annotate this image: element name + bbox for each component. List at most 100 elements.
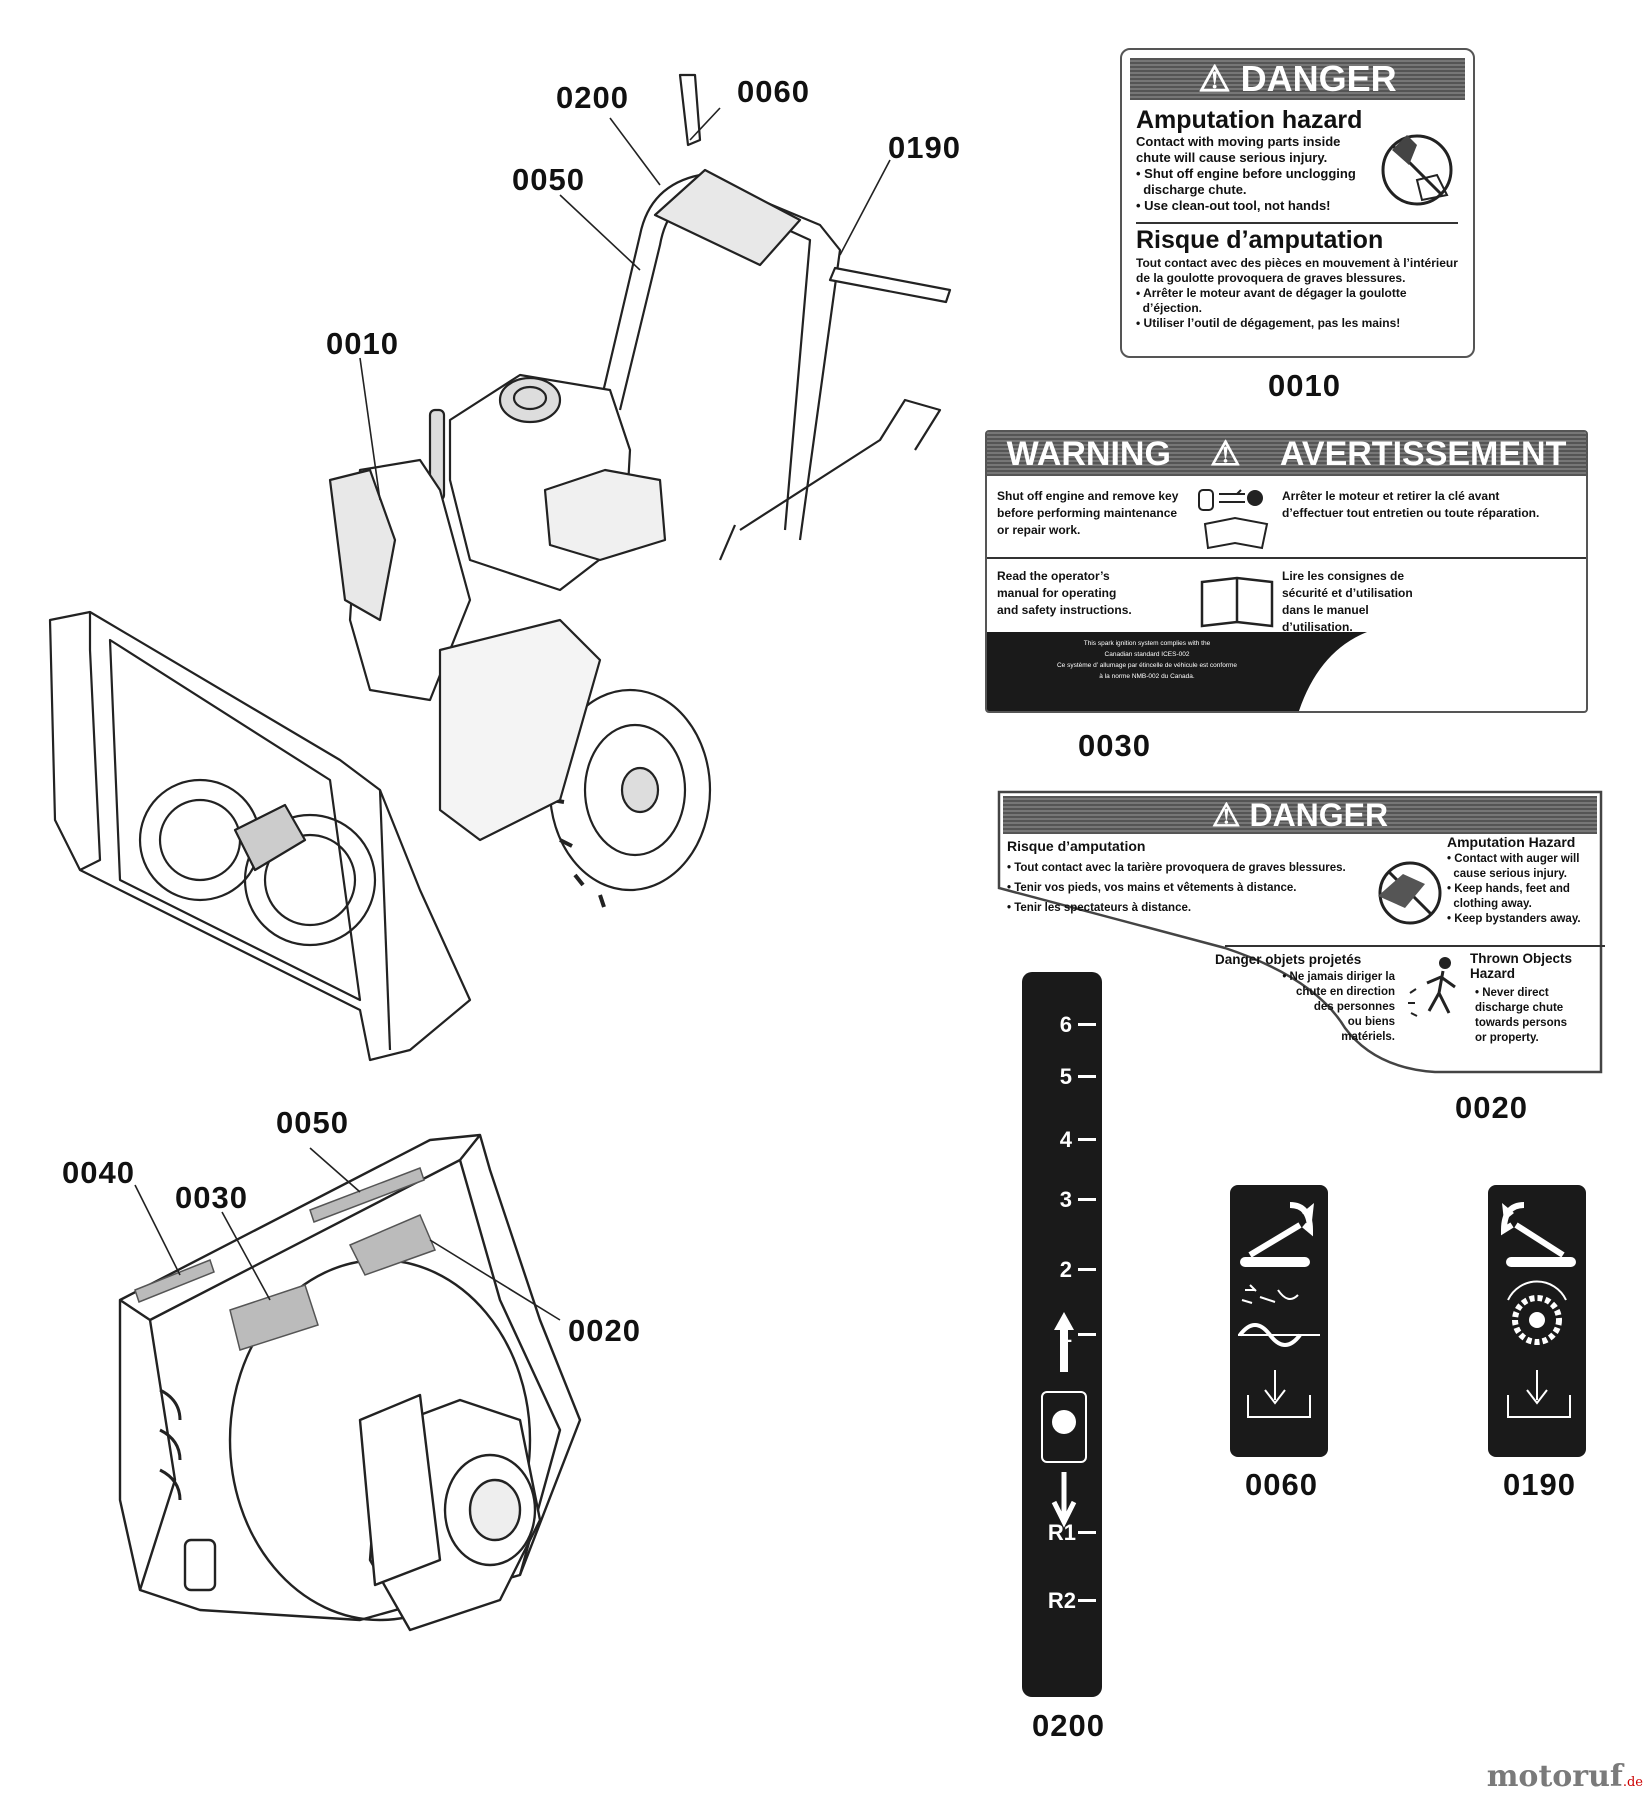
danger-header-2: ⚠ DANGER [1003, 796, 1597, 834]
auger-en-line: clothing away. [1447, 898, 1532, 910]
speed-selector-label: 654321R1R2 [1022, 972, 1102, 1697]
speed-tick [1078, 1531, 1096, 1534]
callout-0050-bottom: 0050 [276, 1105, 349, 1140]
speed-mark: 6 [1022, 1012, 1102, 1037]
warning-row1-fr: Arrêter le moteur et retirer la clé avan… [1282, 488, 1582, 522]
speed-mark-label: 2 [1059, 1257, 1072, 1282]
label-number-0010: 0010 [1268, 368, 1341, 403]
danger-en-line: • Shut off engine before unclogging [1136, 166, 1356, 181]
warning-line: d’utilisation. [1282, 620, 1353, 634]
watermark-logo: motoruf.de [1486, 1759, 1643, 1794]
danger-fr-line: de la goulotte provoquera de graves bles… [1136, 271, 1406, 285]
warning-line: dans le manuel [1282, 603, 1369, 617]
danger-en-line: • Use clean-out tool, not hands! [1136, 198, 1331, 213]
thrown-fr-line: • Ne jamais diriger la [1282, 971, 1395, 983]
speed-mark: R1 [1022, 1520, 1102, 1545]
danger-fr-line: Tout contact avec des pièces en mouvemen… [1136, 256, 1458, 270]
thrown-fr-title: Danger objets projetés [1215, 952, 1362, 967]
warning-footer-line: à la norme NMB-002 du Canada. [1099, 673, 1195, 680]
danger-en-line: chute will cause serious injury. [1136, 150, 1328, 165]
speed-tick [1078, 1333, 1096, 1336]
warning-header: WARNING ⚠ AVERTISSEMENT [987, 432, 1586, 476]
warning-line: and safety instructions. [997, 603, 1132, 617]
warning-footer-band [987, 632, 1367, 711]
label-number-0190: 0190 [1503, 1467, 1576, 1502]
auger-fr-line: • Tout contact avec la tarière provoquer… [1007, 862, 1346, 874]
speed-mark-label: R2 [1047, 1588, 1076, 1613]
decal-0050-area [309, 1167, 425, 1223]
speed-mark: R2 [1022, 1588, 1102, 1613]
warning-line: Arrêter le moteur et retirer la clé avan… [1282, 489, 1500, 503]
key-and-manual-icon [1198, 489, 1269, 550]
thrown-en-title: Thrown Objects Hazard [1470, 951, 1573, 981]
callout-0040: 0040 [62, 1155, 135, 1190]
speed-tick [1078, 1268, 1096, 1271]
callout-0060: 0060 [737, 74, 810, 109]
warning-line: or repair work. [997, 523, 1081, 537]
forward-reverse-arrows-icon [1041, 1312, 1087, 1528]
auger-en-line: • Keep bystanders away. [1447, 913, 1581, 925]
warning-line: d’effectuer tout entretien ou toute répa… [1282, 506, 1540, 520]
label-number-0200: 0200 [1032, 1708, 1105, 1743]
danger-label-chute: ⚠ DANGER Amputation hazard Contact with … [1120, 48, 1475, 358]
speed-mark-label: 4 [1059, 1127, 1072, 1152]
drive-engage-icon [1500, 1202, 1576, 1418]
thrown-en-line: discharge chute [1475, 1002, 1564, 1014]
auger-engage-icon [1238, 1202, 1320, 1418]
warning-line: manual for operating [997, 586, 1117, 600]
danger-header: ⚠ DANGER [1130, 58, 1465, 100]
left-handle-grip [678, 73, 702, 147]
callout-0020: 0020 [568, 1313, 641, 1348]
auger-fr-line: • Tenir vos pieds, vos mains et vêtement… [1007, 882, 1297, 894]
hand-in-chute-icon [1381, 134, 1453, 206]
callout-0050: 0050 [512, 162, 585, 197]
danger-fr-line: • Arrêter le moteur avant de dégager la … [1136, 286, 1407, 300]
decal-0040-area [134, 1259, 215, 1303]
danger-en-line: discharge chute. [1136, 182, 1247, 197]
thrown-fr-line: matériels. [1341, 1031, 1395, 1043]
thrown-en-line: towards persons [1475, 1017, 1568, 1029]
hand-in-auger-icon [1378, 861, 1442, 925]
speed-mark-label: R1 [1047, 1520, 1076, 1545]
thrown-en-line: or property. [1475, 1032, 1539, 1044]
callout-0030: 0030 [175, 1180, 248, 1215]
speed-mark: 2 [1022, 1257, 1102, 1282]
warning-row2-en: Read the operator’s manual for operating a… [997, 568, 1197, 619]
auger-fr-text: • Tout contact avec la tarière provoquer… [1007, 858, 1377, 918]
callout-0200: 0200 [556, 80, 629, 115]
speed-mark: 5 [1022, 1064, 1102, 1089]
danger-fr-title: Risque d’amputation [1136, 226, 1384, 254]
auger-en-line: • Keep hands, feet and [1447, 883, 1570, 895]
callout-0190: 0190 [888, 130, 961, 165]
auger-frame-inner [108, 638, 362, 1002]
warning-line: Lire les consignes de [1282, 569, 1405, 583]
danger-fr-text: Tout contact avec des pièces en mouvemen… [1136, 256, 1466, 331]
frame-body [438, 618, 602, 842]
danger-fr-line: d’éjection. [1136, 301, 1203, 315]
auger-en-line: cause serious injury. [1447, 868, 1567, 880]
warning-footer-line: This spark ignition system complies with… [1083, 640, 1211, 647]
danger-en-line: Contact with moving parts inside [1136, 134, 1341, 149]
warning-line: Read the operator’s [997, 569, 1110, 583]
thrown-fr-line: chute en direction [1295, 986, 1395, 998]
warning-triangle-icon: ⚠ [1210, 435, 1241, 473]
label-number-0030: 0030 [1078, 728, 1151, 763]
warning-line: Shut off engine and remove key [997, 489, 1179, 503]
speed-mark-label: 3 [1059, 1187, 1072, 1212]
control-console [653, 168, 802, 267]
warning-footer-text: This spark ignition system complies with… [1047, 638, 1247, 682]
auger-control-label [1230, 1185, 1328, 1457]
gearbox [233, 803, 307, 872]
book-icon [1200, 576, 1274, 628]
speed-tick [1078, 1075, 1096, 1078]
warning-footer-line: Ce système d’ allumage par étincelle de … [1056, 662, 1238, 669]
thrown-objects-icon [1408, 957, 1456, 1017]
auger-wheel-right [243, 813, 377, 947]
auger-fr-line: • Tenir les spectateurs à distance. [1007, 902, 1192, 914]
speed-mark-label: 5 [1059, 1064, 1072, 1089]
thrown-fr-text: • Ne jamais diriger la chute en direction… [1265, 970, 1395, 1045]
